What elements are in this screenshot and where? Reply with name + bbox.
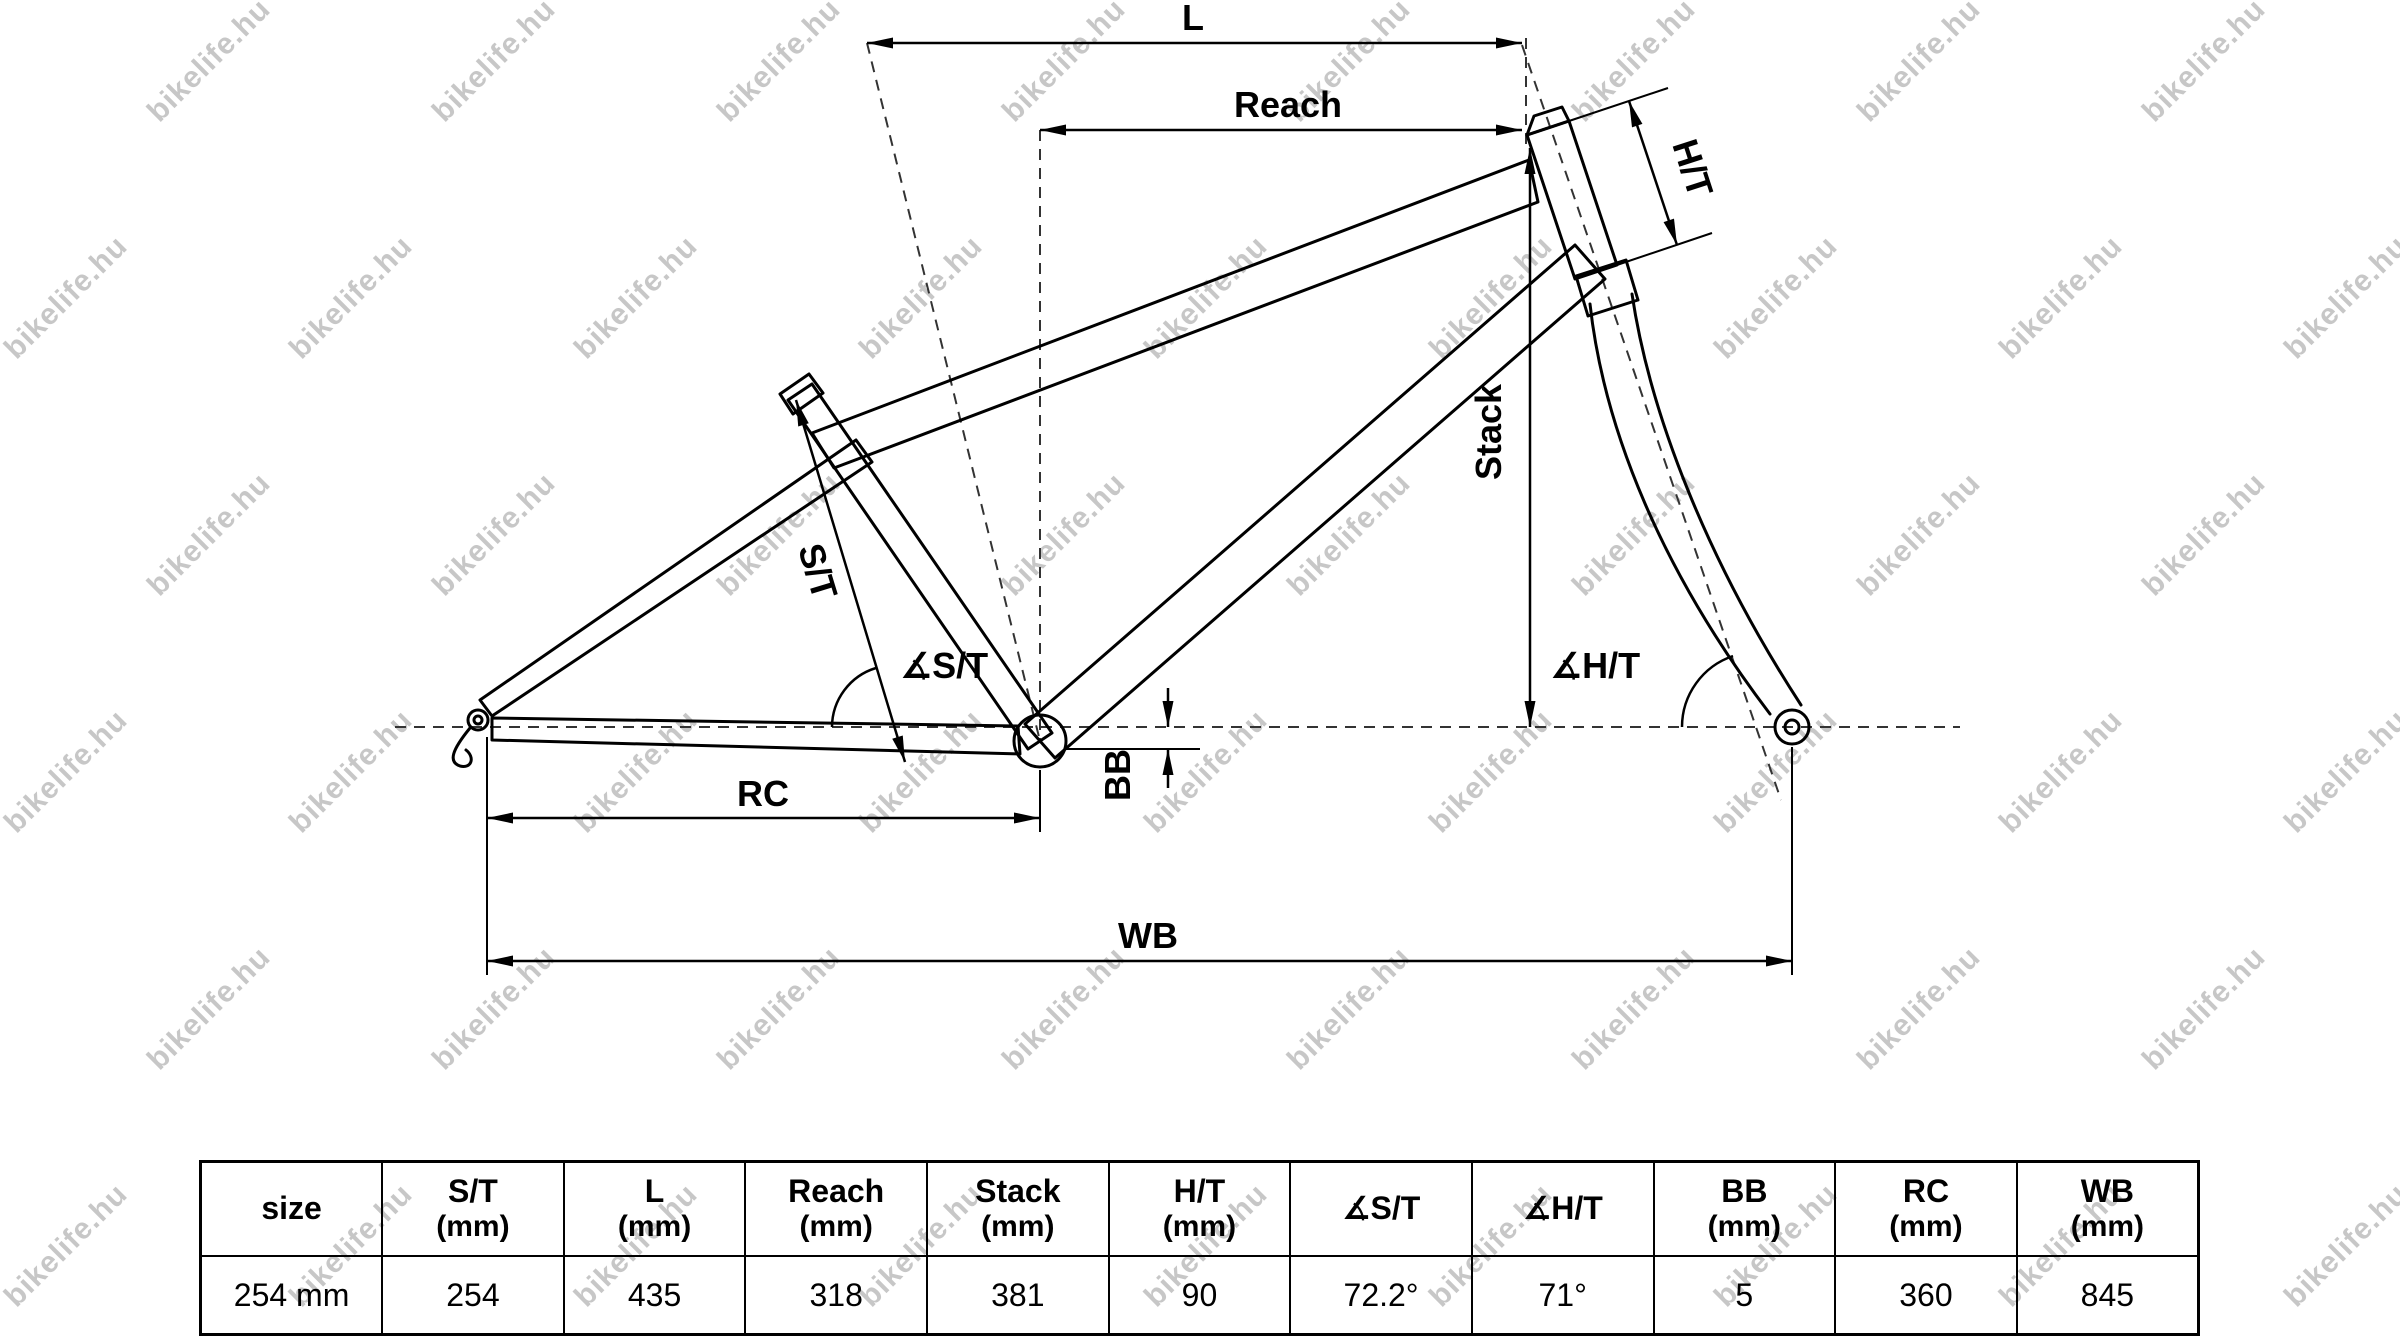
cell-ht: 90: [1107, 1255, 1292, 1336]
dim-label-st-angle: ∡S/T: [900, 645, 988, 686]
col-header-rc: RC(mm): [1834, 1160, 2018, 1257]
rear-dropout-inner: [472, 714, 484, 726]
steering-axis: [1521, 44, 1782, 801]
rear-hanger-hook: [451, 726, 473, 768]
dim-label-rc: RC: [737, 773, 789, 814]
seat-clamp: [778, 372, 825, 416]
dim-line-st: [794, 399, 907, 763]
down-tube: [1023, 243, 1607, 760]
dim-label-wb: WB: [1118, 915, 1178, 956]
table-row: 254 mm 254 435 318 381 90 72.2° 71° 5 36…: [199, 1255, 2200, 1336]
fork-blade-inner: [1630, 292, 1803, 707]
cell-rc: 360: [1834, 1255, 2018, 1336]
angle-arc-st: [830, 666, 877, 728]
extension-lines: [486, 87, 1793, 975]
dim-label-stack: Stack: [1468, 383, 1509, 480]
col-header-l: L(mm): [562, 1160, 747, 1257]
ht-extension-bottom: [1607, 232, 1713, 269]
cell-size: 254 mm: [199, 1255, 384, 1336]
ht-extension-top: [1559, 87, 1669, 125]
frame-outline: [451, 105, 1811, 769]
rear-dropout-outer: [466, 708, 490, 732]
cell-wb: 845: [2015, 1255, 2200, 1336]
col-header-ht: H/T(mm): [1107, 1160, 1292, 1257]
head-tube: [1525, 119, 1619, 281]
cell-bb: 5: [1652, 1255, 1837, 1336]
dim-label-st: S/T: [790, 539, 846, 605]
col-header-stack: Stack(mm): [926, 1160, 1110, 1257]
dim-label-l: L: [1182, 0, 1204, 38]
top-tube: [810, 158, 1540, 470]
table-header-row: size S/T(mm) L(mm) Reach(mm) Stack(mm) H…: [199, 1160, 2200, 1257]
seat-tube: [786, 382, 1054, 751]
front-dropout-outer: [1773, 708, 1811, 746]
cell-reach: 318: [744, 1255, 928, 1336]
cell-ht-angle: 71°: [1470, 1255, 1655, 1336]
cell-l: 435: [562, 1255, 747, 1336]
fork-crown: [1574, 258, 1640, 318]
dimension-lines: [487, 37, 1792, 967]
effective-seat-axis: [866, 42, 1041, 742]
col-header-size: size: [199, 1160, 384, 1257]
bottom-bracket: [1012, 713, 1068, 769]
dim-label-reach: Reach: [1234, 84, 1342, 125]
cell-st-angle: 72.2°: [1289, 1255, 1473, 1336]
front-dropout-inner: [1783, 718, 1801, 736]
dim-line-ht: [1627, 100, 1679, 246]
dim-label-ht: H/T: [1664, 134, 1721, 202]
watermark-text: bikelife.hu: [0, 1177, 134, 1314]
col-header-ht-angle: ∡H/T: [1470, 1160, 1655, 1257]
col-header-wb: WB(mm): [2015, 1160, 2200, 1257]
col-header-reach: Reach(mm): [744, 1160, 928, 1257]
cell-stack: 381: [926, 1255, 1110, 1336]
angle-arc-ht: [1680, 654, 1734, 728]
dim-label-ht-angle: ∡H/T: [1550, 645, 1640, 686]
dim-label-bb: BB: [1097, 749, 1138, 801]
construction-lines: [395, 38, 1960, 801]
col-header-st: S/T(mm): [381, 1160, 565, 1257]
col-header-st-angle: ∡S/T: [1289, 1160, 1473, 1257]
cell-st: 254: [381, 1255, 565, 1336]
col-header-bb: BB(mm): [1652, 1160, 1837, 1257]
fork-blade-outer: [1588, 302, 1772, 716]
watermark-text: bikelife.hu: [2277, 1177, 2400, 1314]
geometry-table: size S/T(mm) L(mm) Reach(mm) Stack(mm) H…: [199, 1160, 2200, 1336]
chainstay: [490, 716, 1022, 756]
dimension-labels: L Reach H/T Stack S/T ∡S/T ∡H/T BB RC WB: [737, 0, 1721, 956]
geometry-diagram: L Reach H/T Stack S/T ∡S/T ∡H/T BB RC WB: [395, 0, 1960, 975]
